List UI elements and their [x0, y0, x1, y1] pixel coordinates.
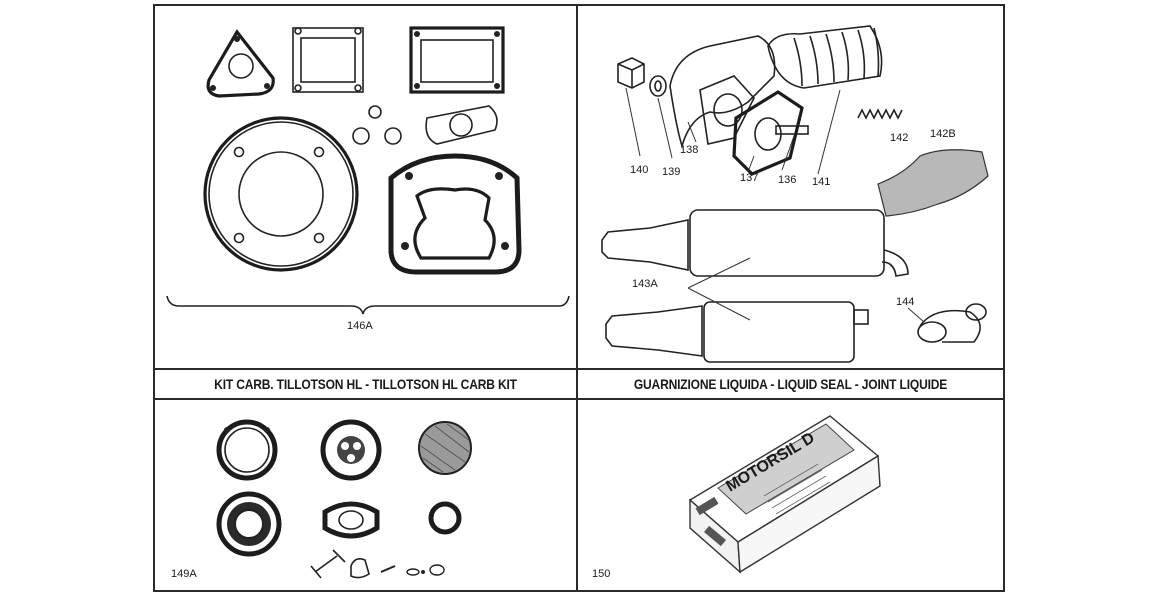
exhaust-illustration: [601, 25, 989, 363]
stud-136: [775, 125, 809, 135]
reed-gasket-1: [292, 27, 364, 93]
callout-144: 144: [896, 296, 915, 308]
callout-141: 141: [812, 176, 831, 188]
gasket-set-illustration: [166, 26, 570, 315]
carb-gasket: [425, 105, 498, 145]
catalog-frame: [153, 4, 1005, 592]
callout-140: 140: [630, 164, 649, 176]
triangle-gasket: [206, 29, 275, 98]
reed-gasket-2: [409, 26, 505, 94]
inlet-seat: [350, 558, 370, 579]
callout-142: 142: [890, 132, 909, 144]
callout-138: 138: [680, 144, 699, 156]
needle-valve: [310, 549, 346, 579]
callout-150: 150: [592, 568, 611, 580]
head-gasket-ring: [203, 116, 359, 272]
panel-carb-kit: 149A: [155, 400, 576, 590]
part-144: [917, 321, 947, 343]
base-gasket: [388, 153, 522, 275]
callout-142b: 142B: [930, 128, 956, 140]
washer-139: [649, 75, 667, 97]
flange-gasket-137: [732, 90, 804, 176]
callout-146a: 146A: [347, 320, 373, 332]
pump-diaphragm: [320, 419, 382, 481]
spring-142: [857, 108, 903, 120]
metering-diaphragm: [216, 491, 282, 557]
set-brace: [166, 295, 570, 315]
diaphragm-gasket: [216, 419, 278, 481]
carb-kit-illustration: [216, 419, 472, 579]
callout-143a: 143A: [632, 278, 658, 290]
callout-139: 139: [662, 166, 681, 178]
gasket-ring: [428, 501, 462, 535]
o-ring-small: [368, 105, 382, 119]
liquid-seal-header: GUARNIZIONE LIQUIDA - LIQUID SEAL - JOIN…: [633, 376, 948, 392]
callout-149a: 149A: [171, 568, 197, 580]
callout-136: 136: [778, 174, 797, 186]
panel-gasket-set: 146A: [155, 6, 576, 368]
intake-silencer-141: [767, 25, 883, 89]
pump-gasket: [322, 501, 380, 539]
liquid-seal-illustration: MOTORSIL D: [688, 415, 881, 574]
panel-exhaust-parts: 140 139 138 137 136 141 142 142B 143A 14…: [578, 6, 1003, 368]
column-divider: [576, 4, 578, 592]
seal-box-front: [737, 454, 881, 574]
mesh-142b: [877, 149, 989, 217]
carb-kit-header: KIT CARB. TILLOTSON HL - TILLOTSON HL CA…: [214, 376, 517, 392]
panel-liquid-seal: MOTORSIL D 150: [578, 400, 1003, 590]
manifold-138: [669, 35, 776, 149]
callout-137: 137: [740, 172, 759, 184]
nut-140: [617, 57, 645, 89]
silencer-143a-bottom: [605, 305, 703, 357]
silencer-143a-top: [601, 219, 689, 271]
row-divider-top: [153, 368, 1005, 370]
row-divider-header: [153, 398, 1005, 400]
